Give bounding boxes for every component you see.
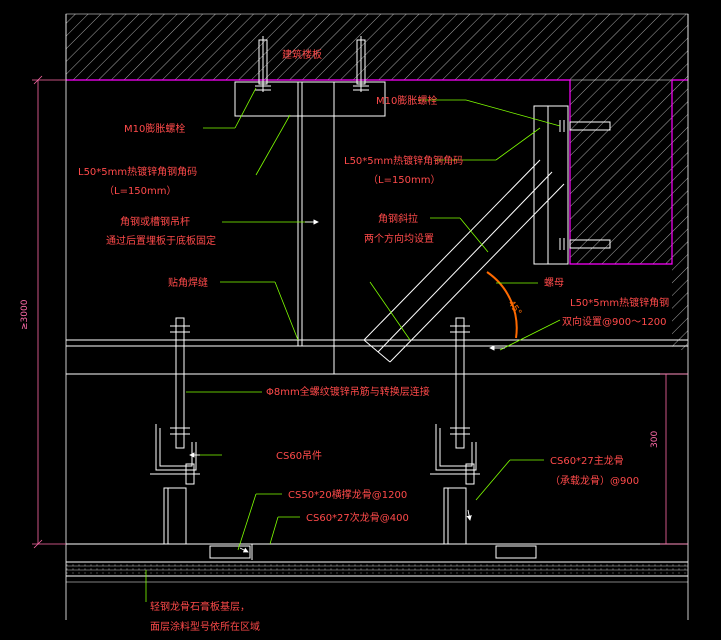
label-cs50: CS50*20横撑龙骨@1200 [288, 488, 407, 501]
label-angle-right-2: （L=150mm） [368, 174, 441, 186]
label-angle-bi-1: L50*5mm热镀锌角钢 [570, 296, 669, 309]
label-angle-left-2: （L=150mm） [104, 185, 177, 197]
horizontal-conversion-angle [66, 339, 688, 375]
angle-value: 45° [506, 299, 523, 318]
label-brace-1: 角钢斜拉 [378, 212, 418, 225]
label-main-keel-2: （承载龙骨）@900 [550, 474, 639, 487]
concrete-slab [65, 13, 689, 350]
leader-lines [145, 87, 561, 602]
label-angle-bi-2: 双向设置@900～1200 [562, 315, 667, 328]
dimension-lower-value: 300 [650, 431, 660, 448]
label-hanger-1: 角钢或槽钢吊杆 [120, 215, 190, 228]
gypsum-board-layers [66, 543, 688, 583]
label-board-1: 轻钢龙骨石膏板基层， [150, 600, 250, 613]
threaded-rod-right [430, 317, 480, 545]
label-slab: 建筑楼板 [282, 48, 322, 61]
label-brace-2: 两个方向均设置 [364, 232, 434, 245]
label-cs60-hanger: CS60吊件 [276, 450, 322, 462]
label-angle-right-1: L50*5mm热镀锌角钢角码 [344, 154, 463, 167]
label-m10-right: M10膨胀螺栓 [376, 94, 437, 107]
dimension-total [32, 75, 66, 549]
vertical-hanger-angle [297, 82, 335, 374]
flow-arrows [189, 219, 505, 553]
label-board-2: 面层涂料型号依所在区域 [150, 620, 260, 633]
annotations: 建筑楼板 M10膨胀螺栓 M10膨胀螺栓 L50*5mm热镀锌角钢角码 （L=1… [78, 48, 669, 633]
label-rod: Φ8mm全螺纹镀锌吊筋与转换层连接 [266, 385, 430, 398]
top-angle-plate [234, 81, 386, 117]
dimension-total-value: ≥3000 [20, 299, 30, 330]
dimension-lower [660, 373, 688, 545]
label-nut: 螺母 [544, 277, 564, 289]
label-angle-left-1: L50*5mm热镀锌角钢角码 [78, 165, 197, 178]
top-anchor-bolts [255, 36, 369, 92]
label-weld-seam: 贴角焊缝 [168, 276, 208, 289]
frame-lines [65, 14, 689, 620]
label-cs60-sub: CS60*27次龙骨@400 [306, 511, 409, 524]
threaded-rod-left [150, 317, 200, 545]
label-hanger-2: 通过后置埋板于底板固定 [106, 234, 216, 247]
label-main-keel-1: CS60*27主龙骨 [550, 454, 624, 467]
label-m10-left: M10膨胀螺栓 [124, 122, 185, 135]
diagonal-brace [363, 159, 565, 363]
angle-arc: 45° [486, 271, 523, 339]
slab-boundary-line [66, 79, 688, 265]
secondary-keels [209, 544, 537, 560]
